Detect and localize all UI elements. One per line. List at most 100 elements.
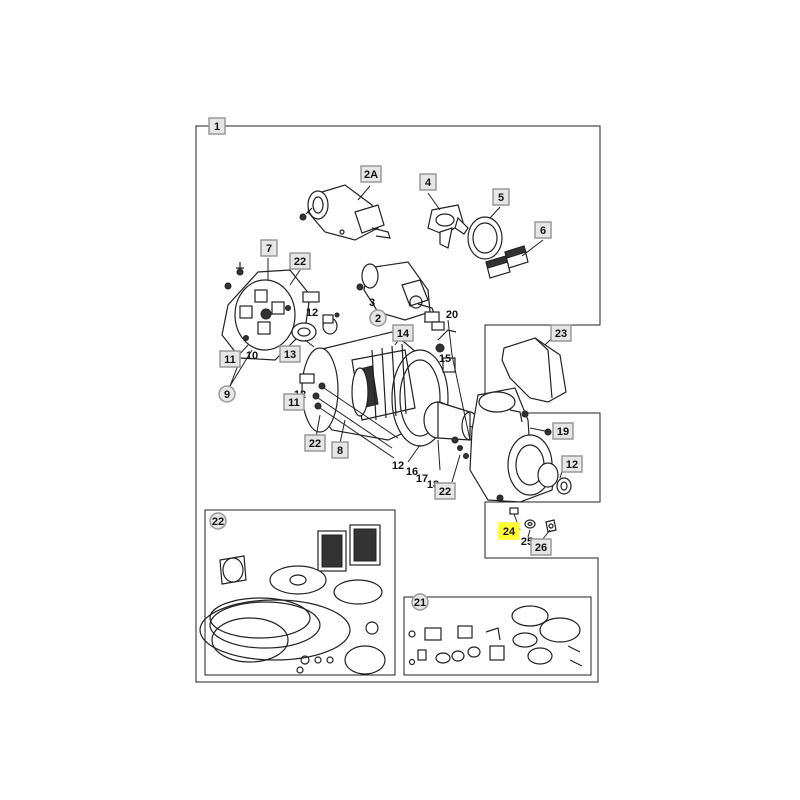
callout-label: 21 [414, 597, 426, 609]
callout-label: 11 [224, 354, 236, 366]
through-bolts-8-drawing [299, 373, 399, 459]
callout-box [392, 324, 414, 342]
callout-box [283, 393, 305, 411]
callout-label: 12 [392, 460, 404, 472]
callout-9: 9 [218, 385, 236, 403]
callout-4: 4 [419, 173, 437, 191]
callout-15: 15 [439, 353, 451, 365]
callout-label: 26 [535, 542, 547, 554]
callout-box [534, 221, 552, 239]
gasket-5-drawing [467, 216, 503, 260]
callout-22: 22 [289, 252, 311, 270]
callout-label: 16 [406, 466, 418, 478]
callout-label: 13 [284, 349, 296, 361]
callout-box [279, 345, 301, 363]
callout-box [434, 482, 456, 500]
callout-box [304, 434, 326, 452]
callout-box [289, 252, 311, 270]
callout-label: 19 [557, 426, 569, 438]
kit-21-contents-drawing [408, 605, 583, 667]
callout-13: 13 [279, 345, 301, 363]
callout-2: 2 [369, 309, 387, 327]
callout-label: 12 [566, 459, 578, 471]
end-plate-7-drawing [221, 262, 320, 361]
callout-5: 5 [492, 188, 510, 206]
callout-14: 14 [392, 324, 414, 342]
callout-26: 26 [530, 538, 552, 556]
callout-label: 22 [212, 516, 224, 528]
kit-22-frame [204, 509, 396, 676]
callout-box [498, 522, 520, 540]
callout-layer: 12A4567223212201413111091215231122812161… [208, 117, 583, 611]
callout-label: 20 [446, 309, 458, 321]
bolt-washer-nut-drawing [509, 507, 557, 533]
callout-22: 22 [304, 434, 326, 452]
callout-2A: 2A [360, 165, 382, 183]
small-parts-13-drawing [291, 312, 340, 342]
kit-22-contents-drawing [199, 524, 386, 675]
callout-box [530, 538, 552, 556]
callout-circle [369, 309, 387, 327]
callout-circle [218, 385, 236, 403]
plate-4-drawing [427, 204, 469, 249]
callout-3: 3 [369, 297, 375, 309]
callout-box [552, 422, 574, 440]
callout-label: 22 [294, 256, 306, 268]
callout-12: 12 [561, 455, 583, 473]
callout-25: 25 [521, 536, 533, 548]
callout-label: 6 [540, 225, 546, 237]
callout-label: 14 [397, 328, 410, 340]
callout-label: 2 [375, 313, 381, 325]
callout-12: 12 [392, 460, 404, 472]
callout-label: 23 [555, 328, 567, 340]
callout-20: 20 [446, 309, 458, 321]
callout-label: 1 [214, 121, 220, 133]
callout-23: 23 [550, 324, 572, 342]
main-frame-outline [195, 125, 601, 683]
drive-housing-19-drawing [469, 387, 572, 503]
callout-label: 24 [503, 526, 516, 538]
solenoid-2a-drawing [299, 184, 391, 241]
callout-1: 1 [208, 117, 226, 135]
callout-label: 10 [246, 350, 258, 362]
callout-8: 8 [331, 441, 349, 459]
callout-box [360, 165, 382, 183]
callout-label: 7 [266, 243, 272, 255]
callout-box [492, 188, 510, 206]
callout-19: 19 [552, 422, 574, 440]
callout-6: 6 [534, 221, 552, 239]
callout-circle [209, 512, 227, 530]
callout-label: 9 [224, 389, 230, 401]
callout-16: 16 [406, 466, 418, 478]
callout-box [561, 455, 583, 473]
callout-11: 11 [283, 393, 305, 411]
callout-label: 11 [288, 397, 300, 409]
callout-box [419, 173, 437, 191]
solenoid-3-drawing [356, 261, 445, 331]
callout-12: 12 [306, 307, 318, 319]
callout-7: 7 [260, 239, 278, 257]
callout-label: 4 [425, 177, 432, 189]
callout-24: 24 [498, 522, 520, 540]
callout-17: 17 [416, 473, 428, 485]
callout-label: 3 [369, 297, 375, 309]
callout-box [208, 117, 226, 135]
callout-label: 22 [309, 438, 321, 450]
callout-label: 12 [306, 307, 318, 319]
callout-label: 25 [521, 536, 533, 548]
callout-label: 2A [364, 169, 378, 181]
callout-box [219, 350, 241, 368]
callout-label: 8 [337, 445, 343, 457]
callout-label: 22 [439, 486, 451, 498]
callout-11: 11 [219, 350, 241, 368]
kit-21-frame [403, 596, 592, 676]
callout-box [260, 239, 278, 257]
yoke-14-drawing [301, 329, 457, 447]
callout-box [550, 324, 572, 342]
callout-label: 17 [416, 473, 428, 485]
boot-23-drawing [501, 337, 567, 403]
callout-21: 21 [411, 593, 429, 611]
brushes-6-drawing [485, 245, 529, 279]
callout-circle [411, 593, 429, 611]
